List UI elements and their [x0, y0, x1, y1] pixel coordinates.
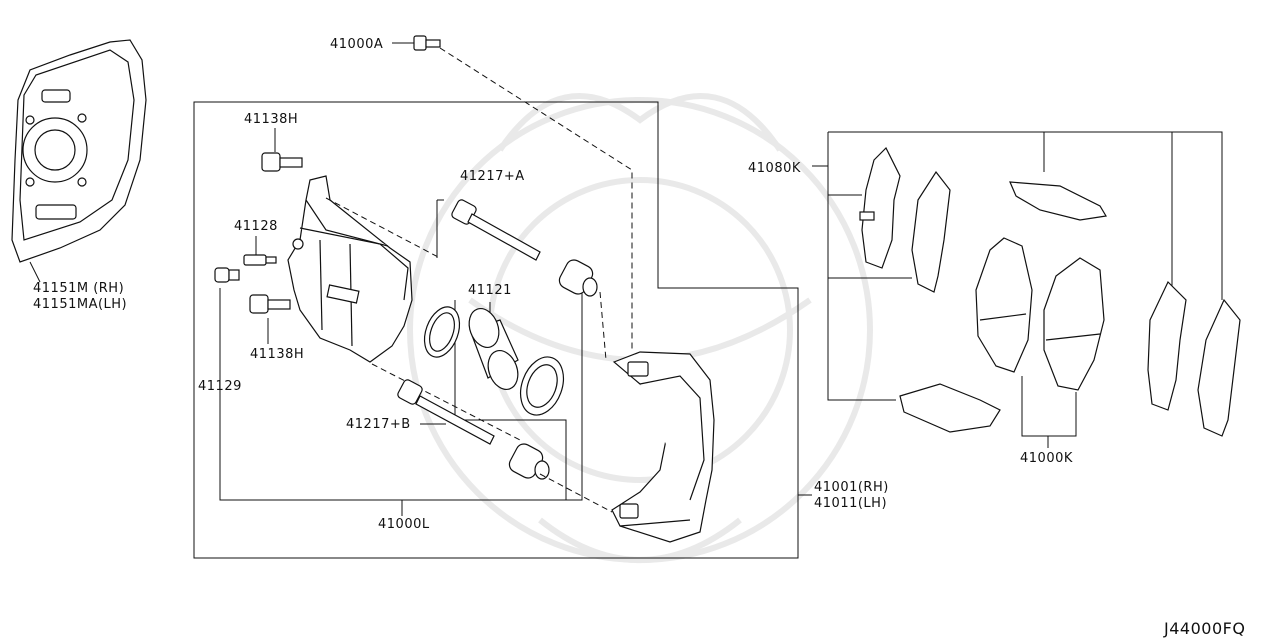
guide-bolt-bottom[interactable]	[249, 294, 291, 314]
callout-41217B: 41217+B	[346, 417, 411, 432]
leader-41217A	[436, 199, 444, 258]
dashed-guide-lower	[371, 363, 521, 441]
callout-41121: 41121	[468, 283, 512, 298]
callout-41001: 41001(RH)	[814, 480, 889, 495]
caliper-assembly-frame	[193, 101, 799, 559]
callout-41138H-bot: 41138H	[250, 347, 304, 362]
bracket-41000K	[1021, 376, 1077, 448]
pad-shim-outer-left[interactable]	[911, 170, 951, 293]
bleeder-screw[interactable]	[243, 254, 277, 266]
leader-41151M	[29, 261, 41, 283]
callout-41128: 41128	[234, 219, 278, 234]
callout-41080K: 41080K	[748, 161, 801, 176]
pad-shim-inner-left[interactable]	[859, 146, 901, 269]
callout-41011: 41011(LH)	[814, 496, 887, 511]
guide-bolt-top[interactable]	[261, 152, 303, 172]
callout-41217A: 41217+A	[460, 169, 525, 184]
dashed-guide-bolt	[439, 47, 633, 350]
pin-boot-lower[interactable]	[507, 441, 550, 481]
pad-shim-outer-right[interactable]	[1197, 298, 1241, 437]
pin-boot-upper[interactable]	[557, 257, 598, 297]
dust-boot[interactable]	[513, 351, 571, 421]
callout-41000A: 41000A	[330, 37, 383, 52]
caliper-bracket[interactable]	[611, 351, 715, 543]
bracket-41129	[219, 288, 583, 501]
pad-retainer-clip-upper[interactable]	[1009, 181, 1107, 221]
slide-pin-lower[interactable]	[396, 378, 495, 445]
callout-41000K: 41000K	[1020, 451, 1073, 466]
brake-pad-outer[interactable]	[1043, 257, 1105, 391]
pad-shim-inner-right[interactable]	[1147, 280, 1187, 411]
pad-retainer-clip-lower[interactable]	[899, 383, 1001, 433]
dashed-guide-pin-b	[539, 473, 613, 513]
caliper-piston[interactable]	[464, 304, 523, 393]
dashed-guide-upper	[325, 197, 441, 259]
bracket-41080K	[812, 131, 1223, 401]
brake-pad-inner[interactable]	[975, 237, 1033, 373]
callout-41151M: 41151M (RH)	[33, 281, 124, 296]
diagram-code: J44000FQ	[1163, 619, 1245, 638]
mounting-bolt-41000A[interactable]	[413, 35, 441, 51]
slide-pin-upper[interactable]	[450, 198, 541, 261]
dust-shield-part[interactable]	[11, 39, 147, 263]
piston-seal[interactable]	[418, 302, 466, 362]
callout-41000L: 41000L	[378, 517, 430, 532]
callout-41151MA: 41151MA(LH)	[33, 297, 127, 312]
caliper-housing[interactable]	[287, 175, 413, 363]
bleeder-cap[interactable]	[214, 267, 240, 283]
callout-41138H-top: 41138H	[244, 112, 298, 127]
dashed-guide-pin-a	[599, 291, 607, 361]
